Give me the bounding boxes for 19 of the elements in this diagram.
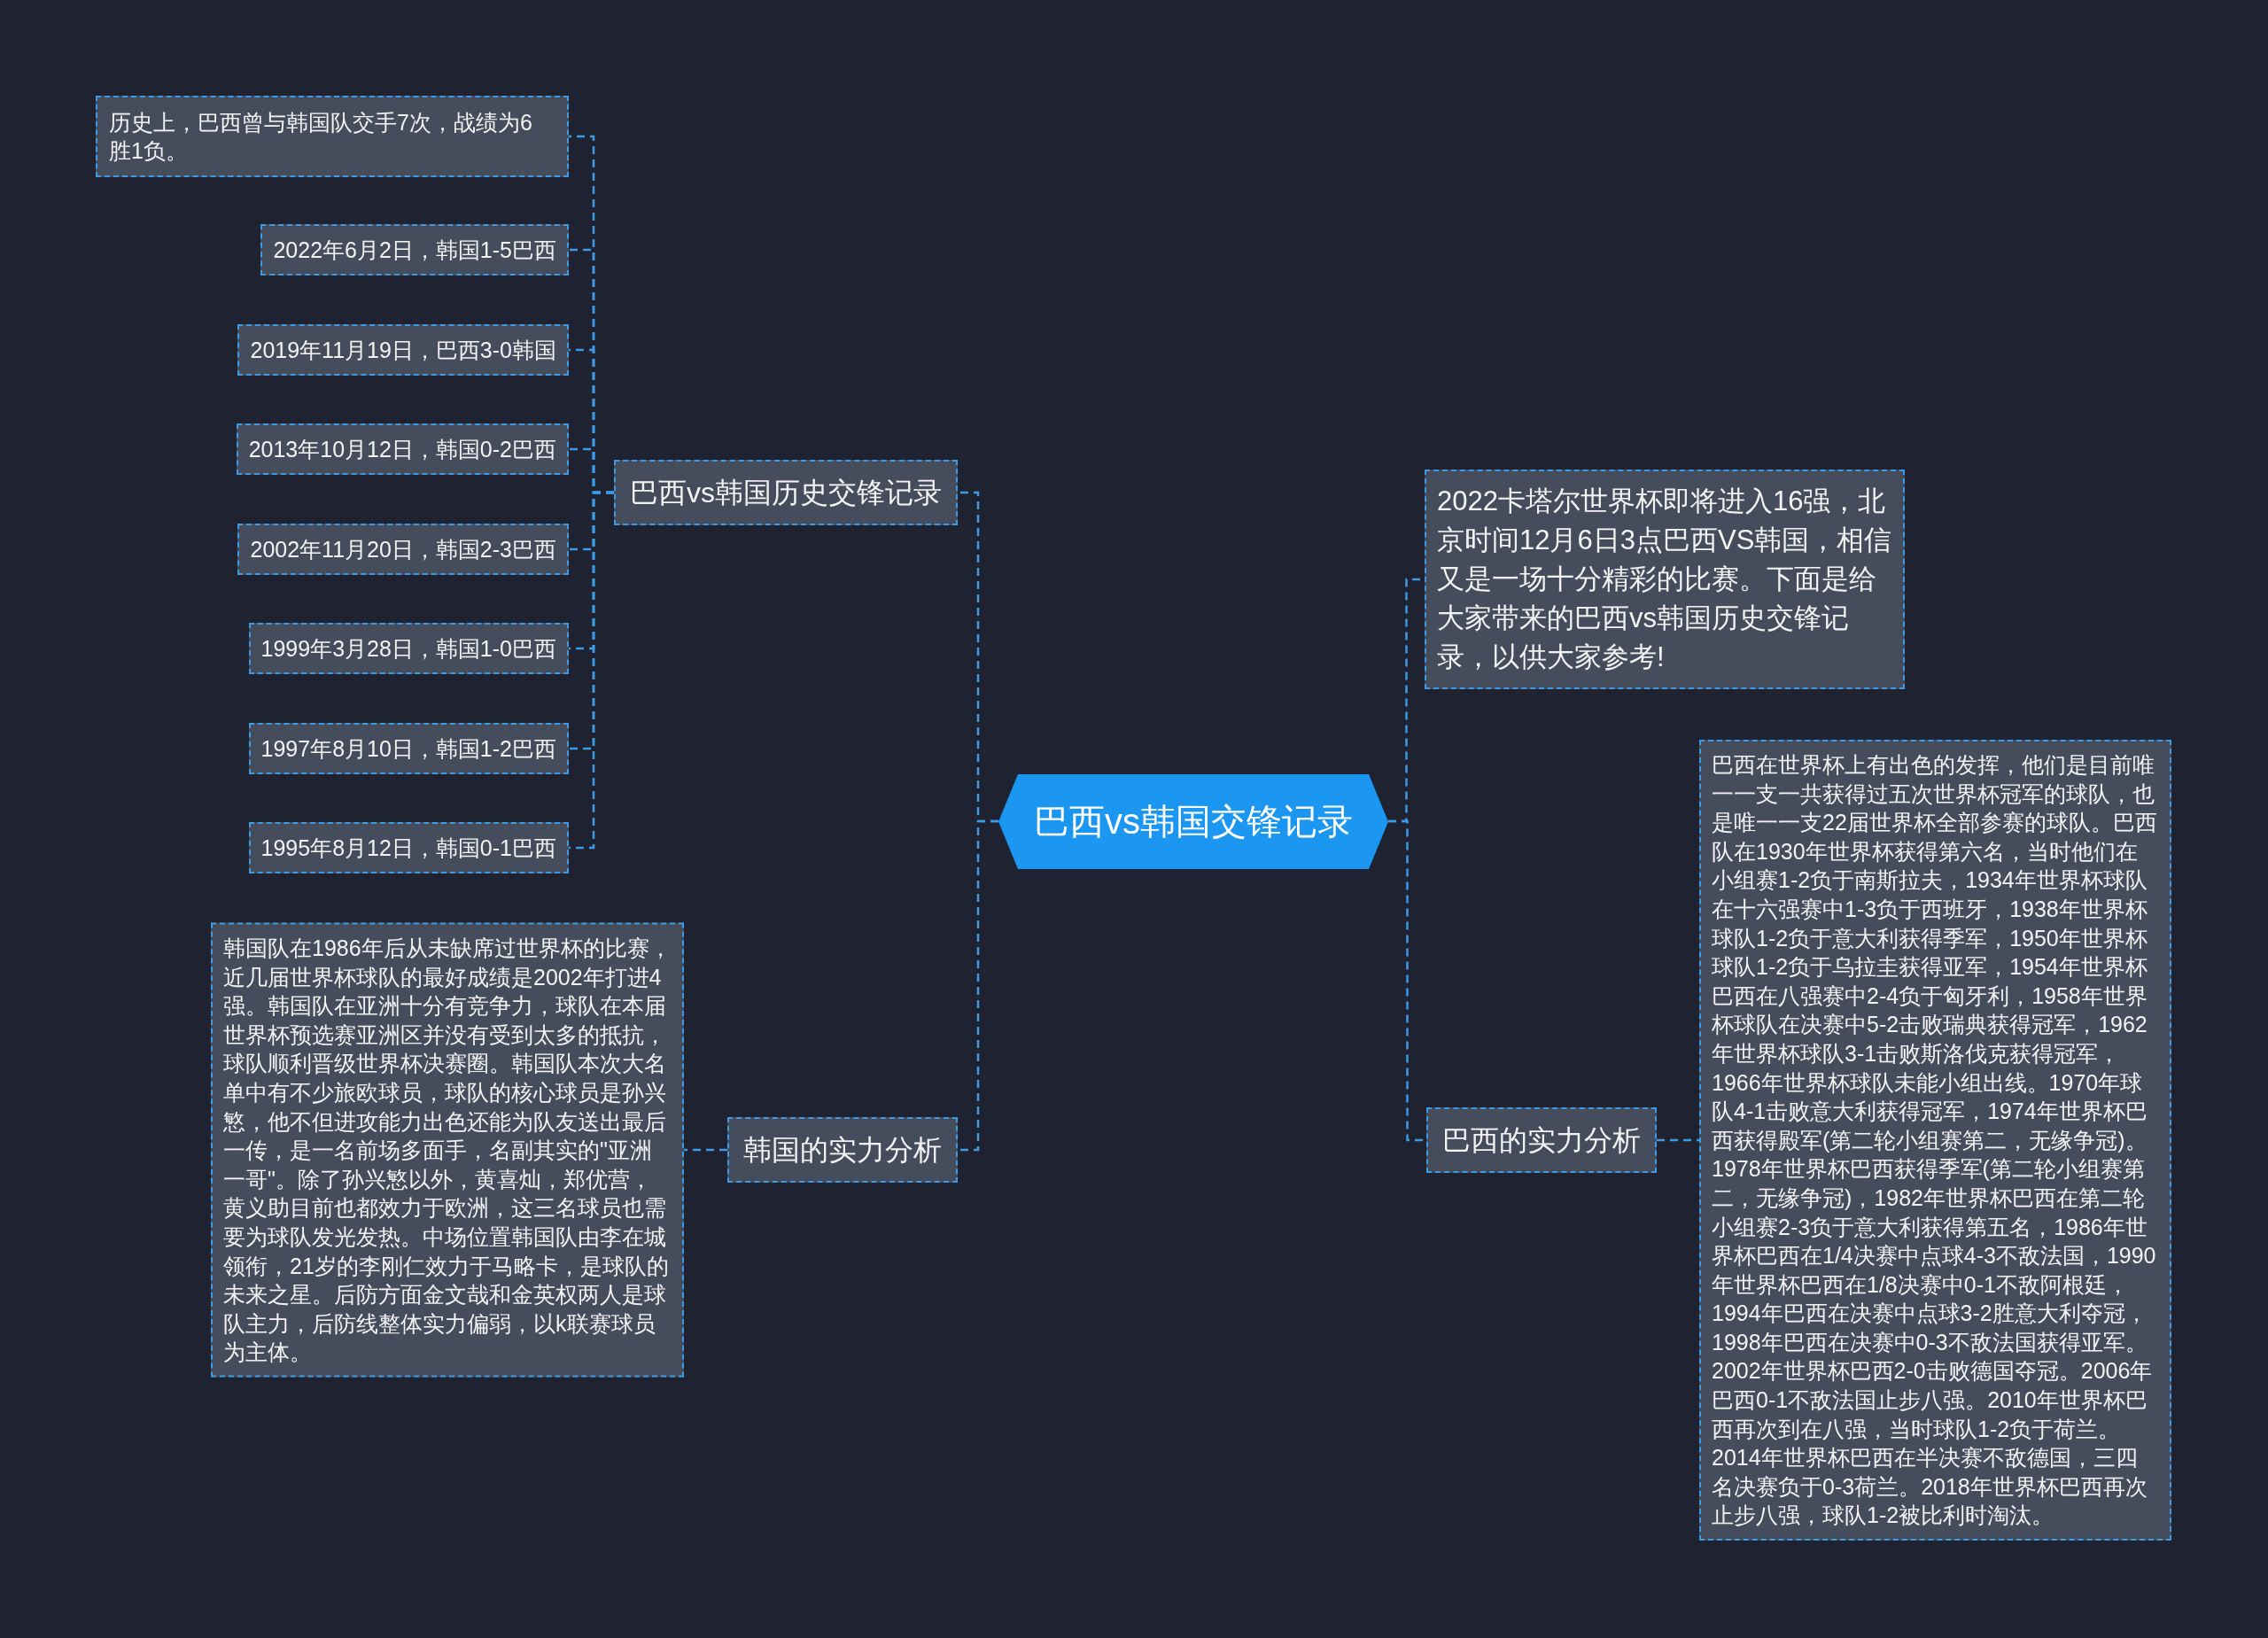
- topic-box: 巴西vs韩国历史交锋记录: [614, 460, 958, 525]
- connector-line: [958, 819, 998, 1152]
- text-box: 2022年6月2日，韩国1-5巴西: [260, 224, 569, 276]
- text-box: 1999年3月28日，韩国1-0巴西: [248, 623, 569, 674]
- text-box: 2013年10月12日，韩国0-2巴西: [236, 423, 569, 475]
- connector-line: [1657, 1138, 1699, 1142]
- text-box: 1995年8月12日，韩国0-1巴西: [248, 822, 569, 873]
- connector-line: [569, 491, 614, 850]
- text-box: 韩国队在1986年后从未缺席过世界杯的比赛，近几届世界杯球队的最好成绩是2002年打进4强。韩国队在亚洲十分有竞争力，球队在本届世界杯预选赛亚洲区并没有受到太多的抵抗，球队顺利晋级世界杯决赛圈。韩国队本次大名单中有不少旅欧球员，球队的核心球员是孙兴慜，他不但进攻能力出色还能为队友送出最后一传，是一名前场多面手，名副其实的"亚洲一哥"。除了孙兴慜以外，黄喜灿，郑优营，黄义助目前也都效力于欧洲，这三名球员也需要为球队发光发热。中场位置韩国队由李在城领衔，21岁的李刚仁效力于马略卡，是球队的未来之星。后防方面金文哉和金英权两人是球队主力，后防线整体实力偏弱，以k联赛球员为主体。: [211, 922, 684, 1378]
- connector-line: [684, 1148, 727, 1152]
- text-box: 历史上，巴西曾与韩国队交手7次，战绩为6胜1负。: [96, 96, 569, 177]
- topic-box: 韩国的实力分析: [727, 1117, 958, 1183]
- text-box: 2022卡塔尔世界杯即将进入16强，北京时间12月6日3点巴西VS韩国，相信又是一场十分精彩的比赛。下面是给大家带来的巴西vs韩国历史交锋记录，以供大家参考!: [1425, 470, 1905, 689]
- hexagon-topic: 巴西vs韩国交锋记录: [998, 773, 1388, 869]
- text-box: 2002年11月20日，韩国2-3巴西: [237, 524, 569, 575]
- text-box: 巴西在世界杯上有出色的发挥，他们是目前唯一一支一共获得过五次世界杯冠军的球队，也是唯一一支22届世界杯全部参赛的球队。巴西队在1930年世界杯获得第六名，当时他们在小组赛1-2负于南斯拉夫，1934年世界杯球队在十六强赛中1-3负于西班牙，1938年世界杯球队1-2负于意大利获得季军，1950年世界杯球队1-2负于乌拉圭获得亚军，1954年世界杯巴西在八强赛中2-4负于匈牙利，1958年世界杯球队在决赛中5-2击败瑞典获得冠军，1962年世界杯球队3-1击败斯洛伐克获得冠军，1966年世界杯球队未能小组出线。1970年球队4-1击败意大利获得冠军，1974年世界杯巴西获得殿军(第二轮小组赛第二，无缘争冠)。1978年世界杯巴西获得季军(第二轮小组赛第二，无缘争冠)，1982年世界杯巴西在第二轮小组赛2-3负于意大利获得第五名，1986年世界杯巴西在1/4决赛中点球4-3不敌法国，1990年世界杯巴西在1/8决赛中0-1不敌阿根廷，1994年巴西在决赛中点球3-2胜意大利夺冠，1998年巴西在决赛中0-3不敌法国获得亚军。2002年世界杯巴西2-0击败德国夺冠。2006年巴西0-1不敌法国止步八强。2010年世界杯巴西再次到在八强，当时球队1-2负于荷兰。2014年世界杯巴西在半决赛不敌德国，三四名决赛负于0-3荷兰。2018年世界杯巴西再次止步八强，球队1-2被比利时淘汰。: [1699, 740, 2171, 1541]
- topic-box: 巴西的实力分析: [1426, 1107, 1657, 1173]
- text-box: 1997年8月10日，韩国1-2巴西: [248, 723, 569, 774]
- text-box: 2019年11月19日，巴西3-0韩国: [237, 324, 569, 376]
